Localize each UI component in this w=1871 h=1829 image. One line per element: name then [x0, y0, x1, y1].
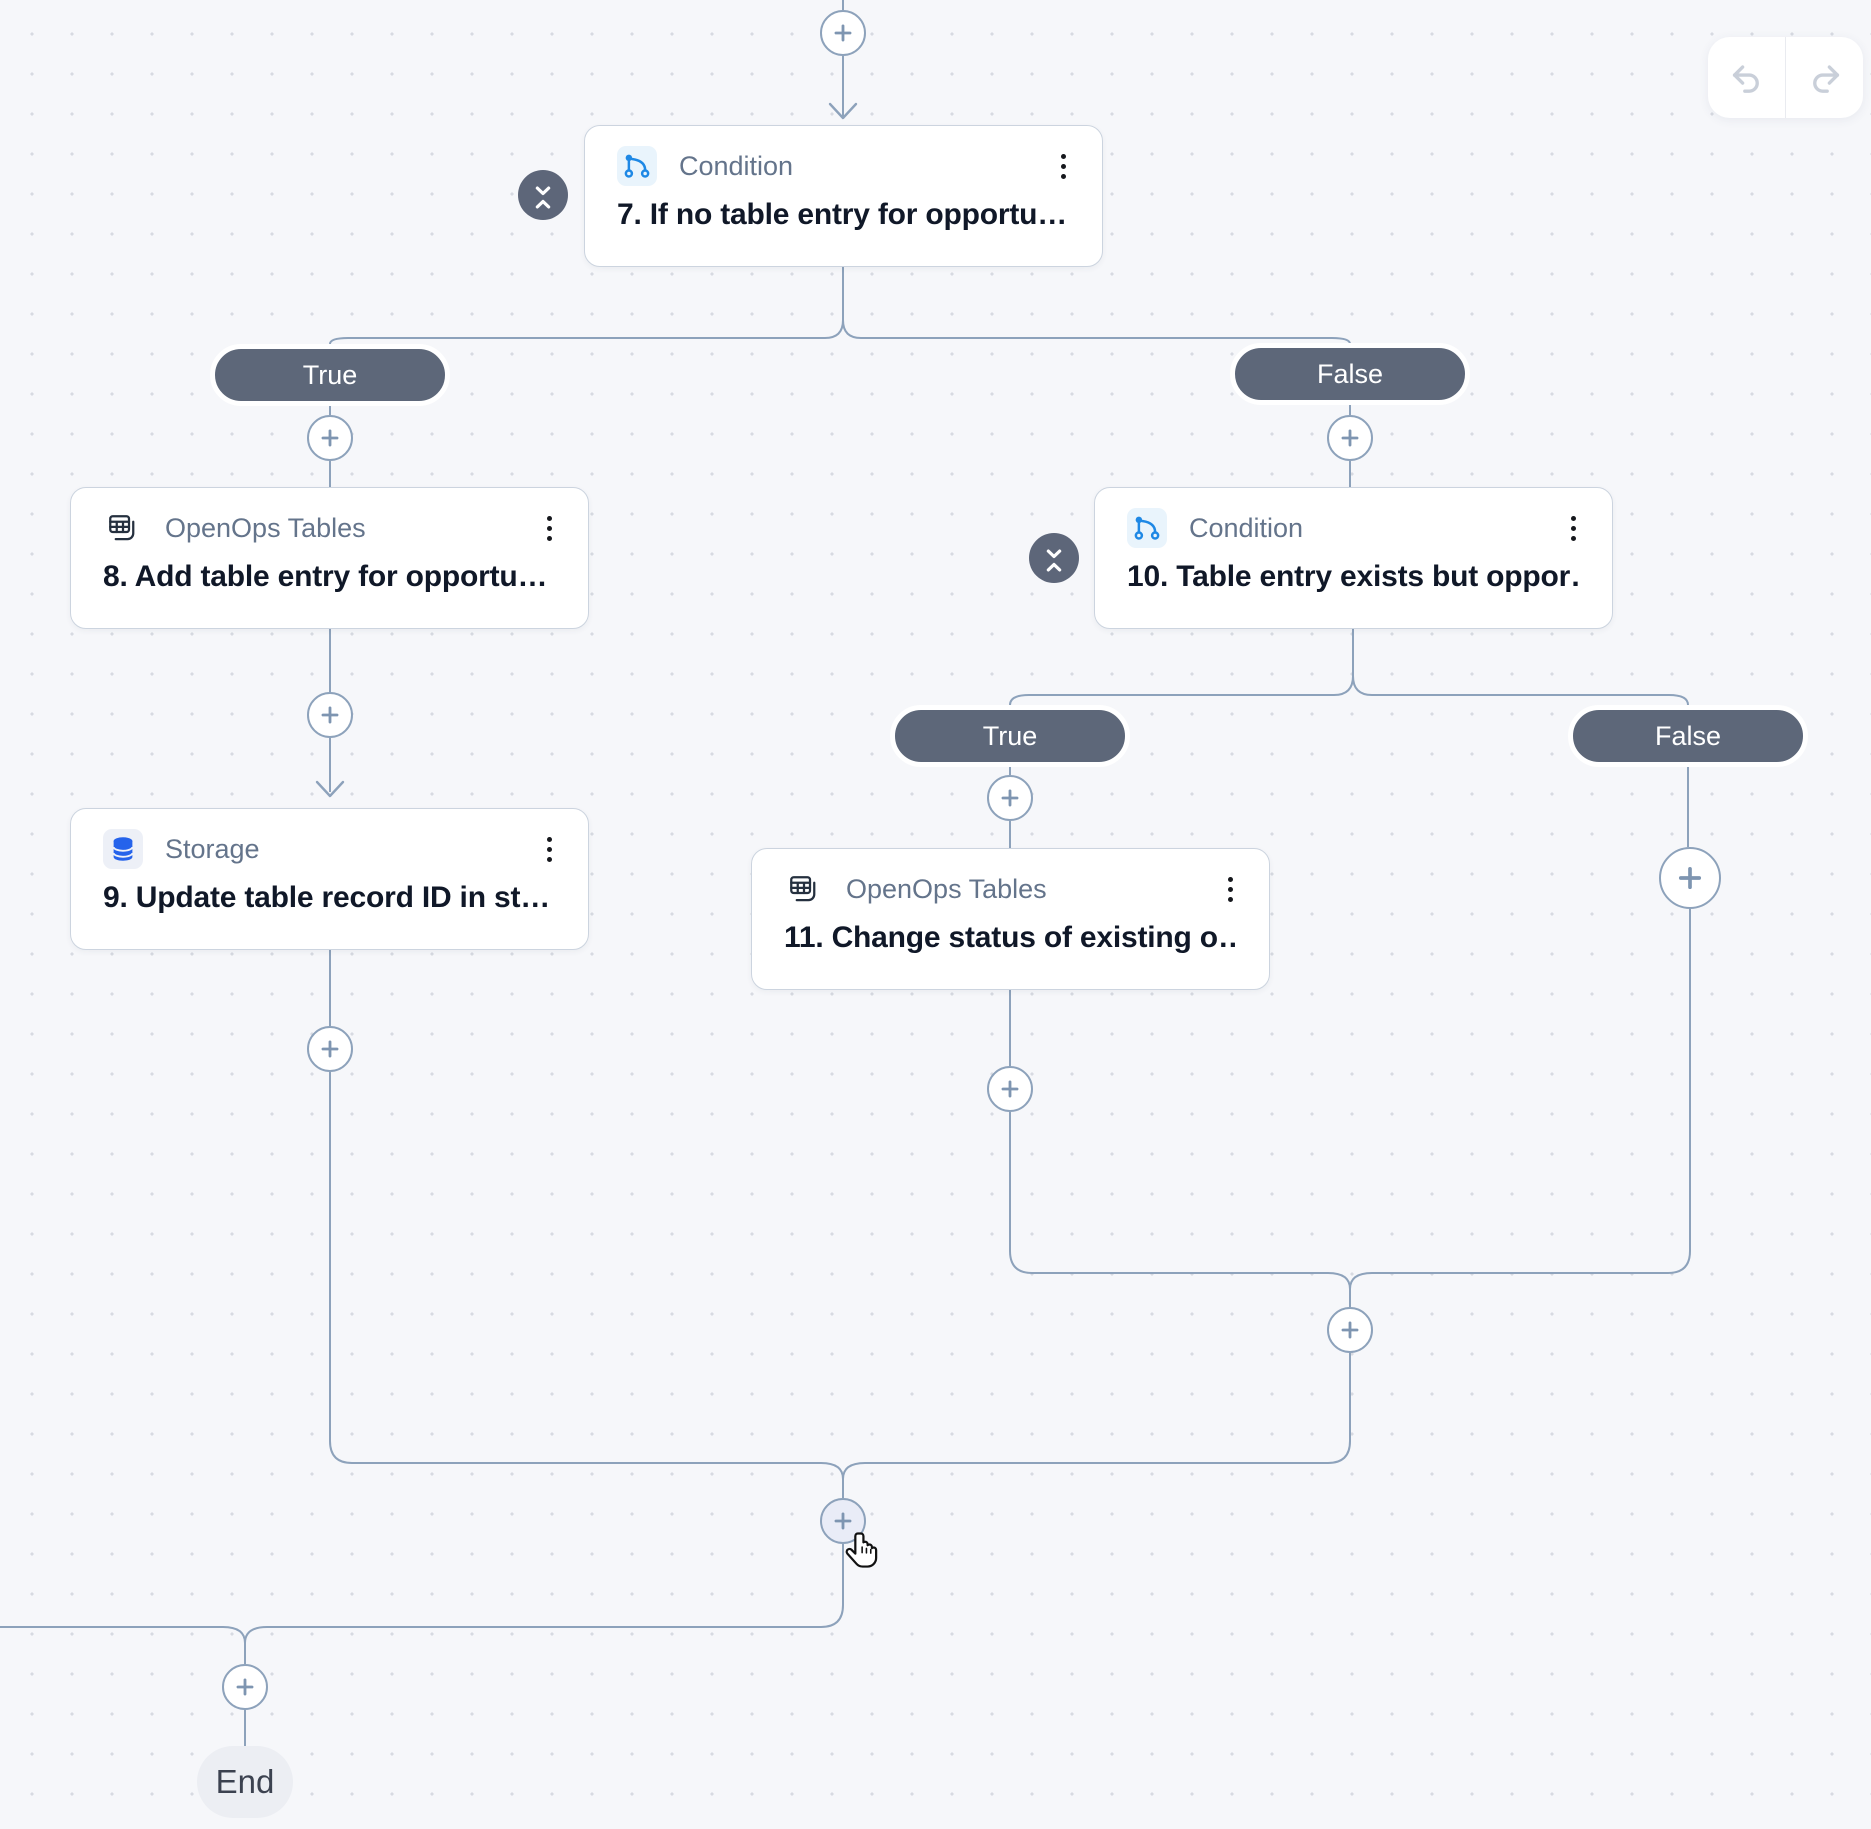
add-step-button[interactable] [222, 1664, 268, 1710]
history-toolbar [1708, 37, 1863, 118]
branch-label-true: True [210, 344, 450, 406]
node-title: 11. Change status of existing o… [784, 921, 1237, 954]
workflow-node-tables-11[interactable]: OpenOps Tables 11. Change status of exis… [751, 848, 1270, 990]
node-title: 7. If no table entry for opportu… [617, 198, 1068, 231]
node-type-label: Condition [1189, 512, 1304, 543]
condition-branch-icon [617, 146, 657, 186]
redo-button[interactable] [1785, 37, 1863, 118]
end-node: End [197, 1746, 293, 1818]
node-type-label: Condition [679, 150, 794, 181]
add-step-button[interactable] [820, 10, 866, 56]
branch-label-false: False [1568, 705, 1808, 767]
condition-branch-icon [1127, 508, 1167, 548]
undo-button[interactable] [1708, 37, 1785, 118]
node-type-label: OpenOps Tables [846, 873, 1047, 904]
redo-icon [1812, 64, 1839, 93]
node-menu-button[interactable] [1222, 873, 1239, 906]
add-step-button[interactable] [307, 415, 353, 461]
node-type-label: OpenOps Tables [165, 512, 366, 543]
collapse-icon [1046, 549, 1062, 572]
add-step-button[interactable] [1659, 847, 1721, 909]
node-menu-button[interactable] [541, 512, 558, 545]
add-step-button[interactable] [1327, 1307, 1373, 1353]
node-title: 10. Table entry exists but oppor… [1127, 560, 1580, 593]
node-title: 9. Update table record ID in st… [103, 881, 551, 914]
workflow-node-condition-7[interactable]: Condition 7. If no table entry for oppor… [584, 125, 1103, 267]
add-step-button[interactable] [1327, 415, 1373, 461]
storage-database-icon [103, 829, 143, 869]
branch-label-true: True [890, 705, 1130, 767]
node-menu-button[interactable] [1565, 512, 1582, 545]
add-step-button[interactable] [307, 1026, 353, 1072]
add-step-button[interactable] [987, 1066, 1033, 1112]
node-menu-button[interactable] [541, 833, 558, 866]
workflow-node-tables-8[interactable]: OpenOps Tables 8. Add table entry for op… [70, 487, 589, 629]
workflow-node-condition-10[interactable]: Condition 10. Table entry exists but opp… [1094, 487, 1613, 629]
collapse-branch-button[interactable] [518, 170, 568, 220]
openops-tables-icon [784, 869, 824, 909]
node-title: 8. Add table entry for opportu… [103, 560, 548, 593]
undo-icon [1732, 64, 1759, 93]
collapse-branch-button[interactable] [1029, 533, 1079, 583]
branch-label-false: False [1230, 343, 1470, 405]
collapse-icon [535, 186, 551, 209]
openops-tables-icon [103, 508, 143, 548]
add-step-button[interactable] [820, 1498, 866, 1544]
workflow-node-storage-9[interactable]: Storage 9. Update table record ID in st… [70, 808, 589, 950]
add-step-button[interactable] [307, 692, 353, 738]
node-type-label: Storage [165, 833, 260, 864]
add-step-button[interactable] [987, 775, 1033, 821]
node-menu-button[interactable] [1055, 150, 1072, 183]
